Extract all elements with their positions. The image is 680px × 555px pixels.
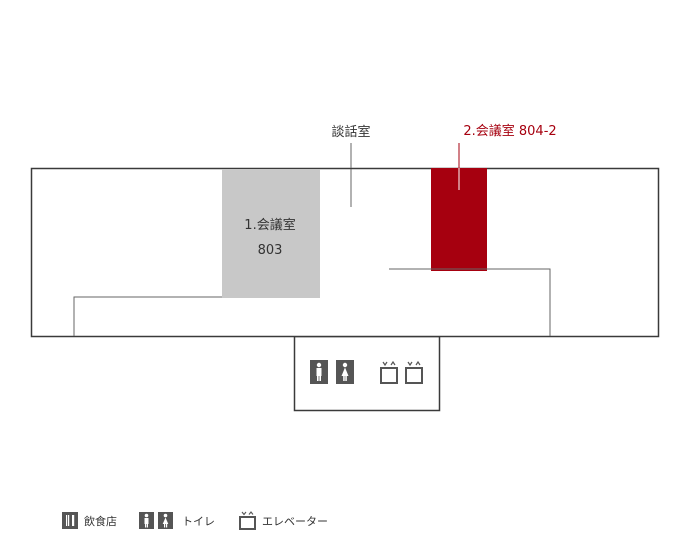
legend-restaurant-label: 飲食店 — [84, 514, 117, 528]
room1-label-name: 1.会議室 — [244, 217, 295, 233]
interior-wall-left — [73, 296, 222, 336]
restaurant-icon — [62, 512, 78, 529]
female-toilet-icon — [336, 360, 354, 384]
elevator-icon — [239, 511, 256, 530]
male-toilet-icon — [139, 512, 154, 529]
meeting-room-1[interactable] — [222, 169, 320, 298]
room1-label-number: 803 — [258, 243, 283, 258]
elevator-icon — [380, 360, 398, 384]
floor-outline — [30, 167, 660, 338]
legend: 飲食店 トイレ エレベーター — [62, 511, 328, 530]
legend-toilet-label: トイレ — [182, 515, 215, 528]
interior-wall-right — [389, 268, 551, 336]
elevator-icon — [405, 360, 423, 384]
room2-label: 2.会議室 804-2 — [463, 123, 556, 139]
female-toilet-icon — [158, 512, 173, 529]
legend-elevator-label: エレベーター — [262, 515, 328, 528]
lounge-label: 談話室 — [331, 124, 370, 140]
male-toilet-icon — [310, 360, 328, 384]
